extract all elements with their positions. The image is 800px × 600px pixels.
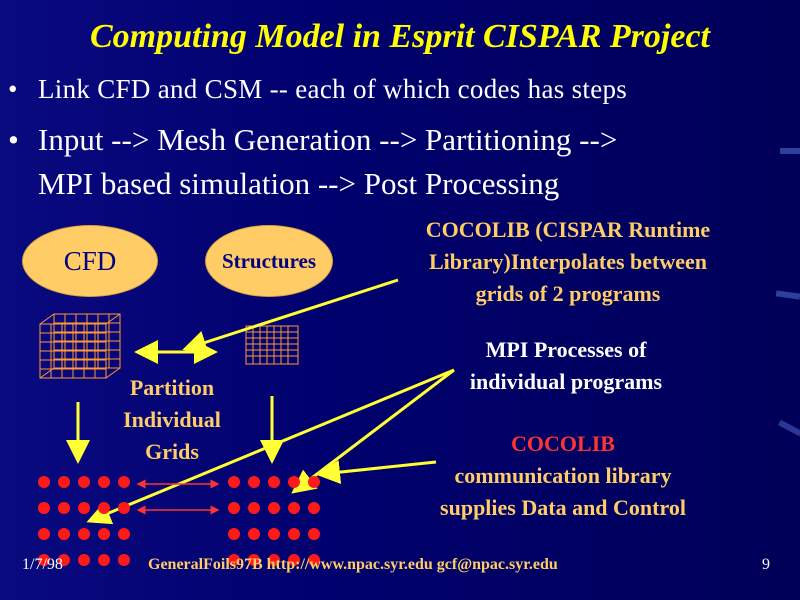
bullet-marker: •	[8, 122, 19, 157]
mpi-pointer-arrow-1	[86, 368, 455, 525]
cocolib-runtime-line: COCOLIB (CISPAR Runtime	[425, 217, 711, 242]
process-dot	[58, 502, 70, 514]
cocolib-communication-note: COCOLIB communication library supplies D…	[398, 428, 728, 524]
mpi-processes-line: individual programs	[469, 369, 663, 394]
process-dot	[38, 554, 50, 566]
process-dot	[78, 476, 90, 488]
process-dot	[248, 554, 260, 566]
structures-label: Structures	[221, 248, 317, 273]
process-dot	[38, 528, 50, 540]
process-dot	[268, 528, 280, 540]
process-dot	[38, 502, 50, 514]
bullet-1: • Link CFD and CSM -- each of which codes…	[8, 74, 627, 105]
process-dot	[288, 528, 300, 540]
process-dot	[58, 554, 70, 566]
process-dot	[248, 528, 260, 540]
cocolib-runtime-line: grids of 2 programs	[475, 281, 661, 306]
mpi-pointer-arrow-2	[291, 368, 455, 494]
cfd-label: CFD	[63, 245, 117, 276]
process-dot	[38, 476, 50, 488]
mpi-processes-note: MPI Processes of individual programs	[428, 334, 704, 398]
process-dot	[228, 476, 240, 488]
footer-info: GeneralFoils97B http://www.npac.syr.edu …	[148, 556, 558, 573]
partition-line: Individual	[123, 407, 221, 432]
process-dot	[308, 554, 320, 566]
decorative-streaks	[775, 148, 800, 437]
footer-date: 1/7/98	[22, 556, 63, 573]
cocolib-communication-line: supplies Data and Control	[440, 495, 686, 520]
cocolib-communication-title: COCOLIB	[511, 431, 615, 456]
process-dot	[268, 476, 280, 488]
process-dot	[248, 476, 260, 488]
slide-title: Computing Model in Esprit CISPAR Project	[90, 18, 710, 55]
process-dot	[228, 554, 240, 566]
process-dot	[308, 502, 320, 514]
process-dot	[308, 476, 320, 488]
mpi-processes-line: MPI Processes of	[485, 337, 647, 362]
structures-ellipse: Structures	[205, 225, 333, 297]
process-dot	[288, 554, 300, 566]
bullet-2-line-1: Input --> Mesh Generation --> Partitioni…	[38, 122, 618, 157]
process-dot	[288, 502, 300, 514]
cfd-ellipse: CFD	[22, 225, 158, 297]
process-dot	[248, 502, 260, 514]
structures-mesh-grid-icon	[245, 325, 299, 365]
process-dot	[268, 554, 280, 566]
partition-note: Partition Individual Grids	[100, 372, 244, 468]
process-dot	[58, 476, 70, 488]
bullet-1-text: Link CFD and CSM -- each of which codes …	[38, 74, 628, 104]
process-dot	[118, 528, 130, 540]
process-dot	[288, 476, 300, 488]
process-dot	[58, 528, 70, 540]
process-dot	[268, 502, 280, 514]
process-dot	[228, 502, 240, 514]
partition-line: Partition	[129, 375, 215, 400]
process-dot	[78, 528, 90, 540]
bullet-2-line-2: MPI based simulation --> Post Processing	[38, 166, 560, 201]
process-dot	[98, 476, 110, 488]
process-dot	[228, 528, 240, 540]
process-dot	[98, 528, 110, 540]
cocolib-runtime-line: Library)Interpolates between	[428, 249, 707, 274]
process-dot	[118, 476, 130, 488]
partition-line: Grids	[145, 439, 199, 464]
cocolib-runtime-note: COCOLIB (CISPAR Runtime Library)Interpol…	[378, 214, 758, 310]
cocolib-comm-pointer-arrow	[316, 460, 437, 485]
bullet-marker: •	[8, 74, 18, 104]
process-dot	[118, 554, 130, 566]
process-dot	[118, 502, 130, 514]
process-dot	[98, 502, 110, 514]
cocolib-communication-line: communication library	[454, 463, 672, 488]
process-dot	[98, 554, 110, 566]
process-dot	[308, 528, 320, 540]
cocolib-runtime-pointer-arrow	[182, 278, 399, 354]
page-number: 9	[762, 556, 770, 573]
process-dot	[78, 502, 90, 514]
bullet-2: • Input --> Mesh Generation --> Partition…	[8, 118, 617, 206]
cfd-mesh-cube-icon	[39, 313, 121, 379]
process-dots	[38, 476, 320, 566]
process-dot	[78, 554, 90, 566]
